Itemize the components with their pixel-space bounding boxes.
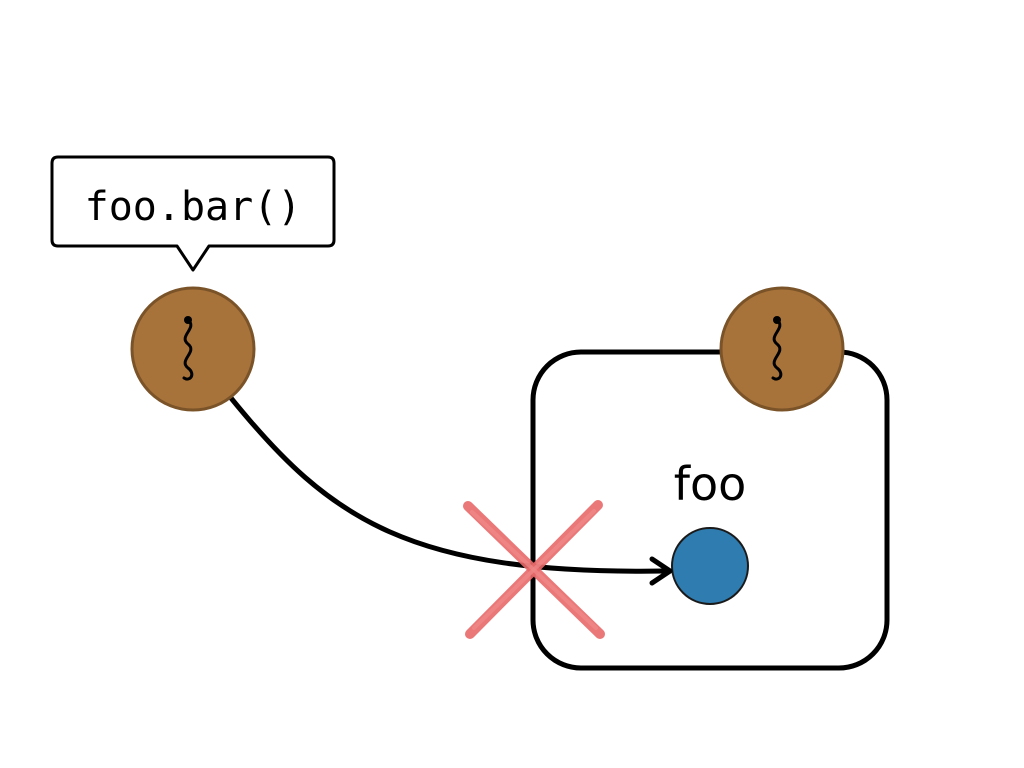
- object-dot-icon: [671, 527, 749, 605]
- object-label: foo: [674, 457, 746, 511]
- call-arrow: [228, 395, 673, 586]
- method-call-callout: foo.bar(): [50, 155, 336, 272]
- call-arrow-line: [228, 395, 668, 574]
- callout-text: foo.bar(): [85, 184, 302, 230]
- caller-thread-icon: [130, 286, 256, 412]
- object-container: [530, 349, 890, 671]
- call-arrow-head: [649, 556, 673, 586]
- cross-icon: [463, 500, 605, 639]
- callout-bubble: [50, 155, 336, 272]
- owner-thread-icon: [719, 286, 845, 412]
